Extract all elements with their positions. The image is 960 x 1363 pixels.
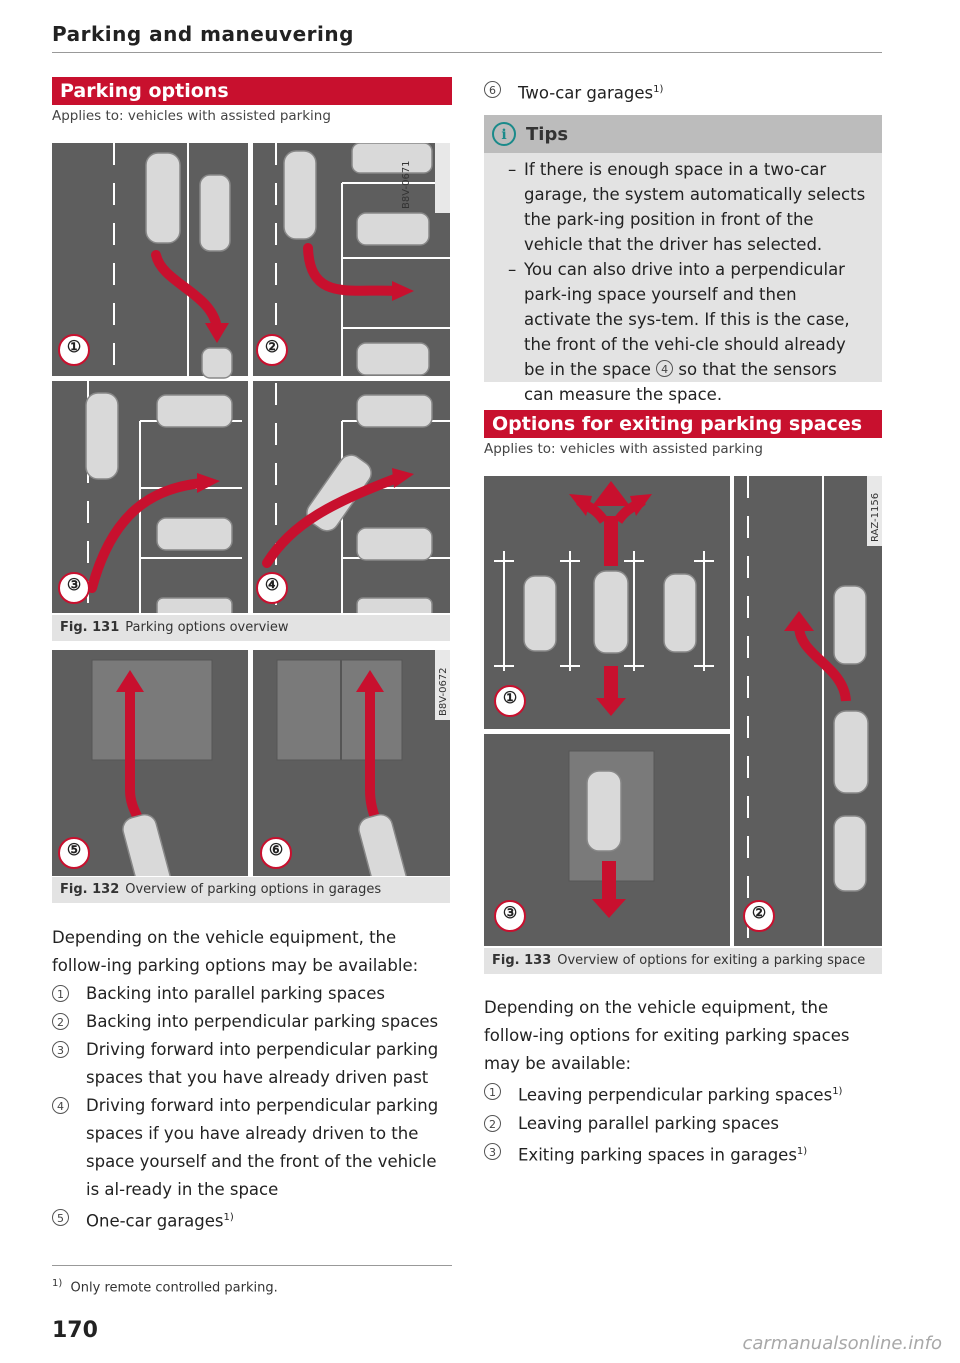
intro-paragraph: Depending on the vehicle equipment, the … [52,928,419,975]
tips-label: Tips [526,123,569,145]
header-divider [52,52,882,53]
figure-number: Fig. 133 [492,953,552,968]
figure-131-caption: Fig. 131 Parking options overview [52,615,450,641]
figure-marker-3: ③ [66,577,82,594]
list-item-text: Leaving parallel parking spaces [518,1113,780,1133]
figure-code: B8V-0672 [438,667,449,716]
figure-marker-2: ② [751,905,767,922]
figure-code: RAZ-1156 [870,492,881,542]
footnote-ref: 1) [223,1212,234,1223]
figure-133-caption: Fig. 133 Overview of options for exiting … [484,948,882,974]
applies-to-note: Applies to: vehicles with assisted parki… [484,441,763,457]
figure-number: Fig. 131 [60,620,120,635]
section-title-exiting: Options for exiting parking spaces [484,410,882,438]
figure-marker-4: ④ [264,577,280,594]
exiting-options-list: Depending on the vehicle equipment, the … [484,994,882,1169]
tips-header: i Tips [484,115,882,153]
list-number: 5 [52,1209,69,1226]
list-number: 3 [52,1041,69,1058]
intro-paragraph: Depending on the vehicle equipment, the … [484,998,850,1073]
figure-caption-text: Overview of parking options in garages [125,882,382,897]
figure-marker-3: ③ [502,905,518,922]
list-item: 1 Backing into parallel parking spaces [52,980,452,1008]
list-number: 4 [52,1097,69,1114]
figure-caption-text: Overview of options for exiting a parkin… [557,953,866,968]
list-item-6: 6 Two-car garages1) [484,76,882,108]
tip-text: so that the sensors can measure the spac… [524,360,837,404]
list-number: 3 [484,1142,501,1160]
list-number: 2 [52,1013,69,1030]
figure-132-caption: Fig. 132 Overview of parking options in g… [52,877,450,903]
list-item-text: Exiting parking spaces in garages [518,1145,797,1164]
list-item-text: Backing into parallel parking spaces [86,984,385,1003]
tips-body: –If there is enough space in a two-car g… [484,153,882,404]
list-item-text: Two-car garages [518,83,654,103]
list-number: 1 [484,1083,501,1100]
tip-text: If there is enough space in a two-car ga… [524,160,866,254]
list-item: 3 Exiting parking spaces in garages1) [484,1138,882,1170]
figure-131-illustration: ① ② ③ ④ B8V-0671 [52,143,450,613]
footnote-text: Only remote controlled parking. [70,1280,278,1296]
figure-marker-1: ① [502,690,518,707]
list-number: 1 [52,985,69,1002]
figure-number: Fig. 132 [60,882,120,897]
list-item-text: Driving forward into perpendicular parki… [86,1096,439,1199]
page-number: 170 [52,1318,98,1343]
figure-132-illustration: ⑤ ⑥ B8V-0672 [52,650,450,876]
list-item-text: Leaving perpendicular parking spaces [518,1085,833,1105]
figure-code: B8V-0671 [401,160,412,209]
footnote-divider [52,1265,452,1266]
list-item-text: Driving forward into perpendicular parki… [86,1040,439,1087]
parking-options-list: Depending on the vehicle equipment, the … [52,924,452,1236]
info-icon: i [492,122,516,146]
tip-text: You can also drive into a perpendicular … [524,260,850,379]
tip-item: –You can also drive into a perpendicular… [508,260,850,404]
figure-marker-6: ⑥ [268,842,284,859]
list-item: 1 Leaving perpendicular parking spaces1) [484,1078,882,1110]
figure-caption-text: Parking options overview [125,620,289,635]
list-item-text: One-car garages [86,1211,224,1231]
tip-item: –If there is enough space in a two-car g… [508,160,866,254]
list-item: 2 Leaving parallel parking spaces [484,1110,882,1138]
footnote-ref: 1) [832,1086,843,1097]
figure-marker-5: ⑤ [66,842,82,859]
footnote: 1) Only remote controlled parking. [52,1278,278,1295]
footnote-ref: 1) [653,84,664,95]
list-item: 5 One-car garages1) [52,1204,452,1236]
list-item-text: Backing into perpendicular parking space… [86,1012,439,1031]
list-item: 3 Driving forward into perpendicular park… [52,1036,452,1092]
page-header: Parking and maneuvering [52,22,354,46]
footnote-ref: 1) [796,1145,808,1157]
list-number: 6 [484,81,501,98]
footnote-mark: 1) [52,1278,63,1289]
figure-marker-2: ② [264,339,280,356]
figure-133-illustration: ① ② ③ RAZ-1156 [484,476,882,946]
section-title-parking-options: Parking options [52,77,452,105]
figure-marker-1: ① [66,339,82,356]
list-item: 2 Backing into perpendicular parking spac… [52,1008,452,1036]
figure-ref-4: 4 [656,360,674,377]
watermark: carmanualsonline.info [742,1333,942,1354]
applies-to-note: Applies to: vehicles with assisted parki… [52,108,331,124]
list-item: 4 Driving forward into perpendicular park… [52,1092,452,1204]
list-number: 2 [484,1114,501,1132]
